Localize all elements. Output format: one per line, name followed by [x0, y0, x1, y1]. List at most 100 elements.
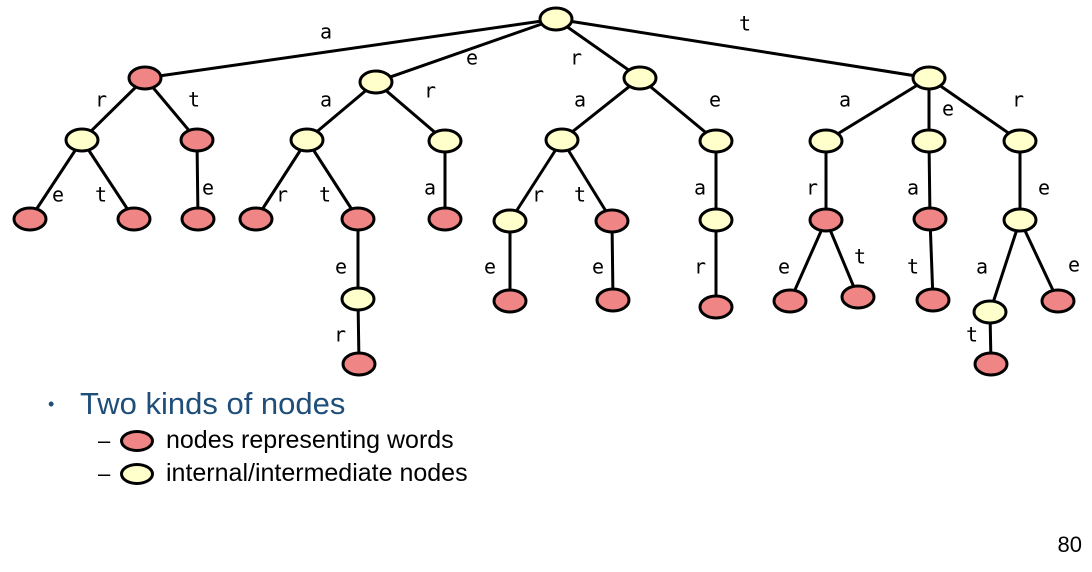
page-number: 80: [1057, 532, 1082, 557]
internal-node-ta: [808, 128, 844, 154]
edge-ra-rar: [508, 139, 564, 222]
legend-heading: Two kinds of nodes: [80, 386, 346, 421]
word-node-treat: [973, 351, 1009, 377]
edge-label-r-re: e: [709, 88, 721, 112]
edge-root-a: [144, 17, 557, 80]
edge-label-tre-tree: e: [1068, 253, 1080, 277]
edge-label-ea-ear: r: [276, 183, 288, 207]
edge-label-root-r: r: [570, 46, 582, 70]
legend-item-word: – nodes representing words: [98, 426, 468, 455]
word-node-eat: [340, 206, 376, 232]
word-node-ate: [180, 206, 216, 232]
word-node-art: [116, 206, 152, 232]
edge-label-rea-rear: r: [694, 255, 706, 279]
internal-node-swatch: [120, 462, 154, 485]
internal-node-re: [698, 128, 734, 154]
internal-node-tre: [1002, 207, 1038, 233]
edge-label-root-t: t: [739, 12, 751, 36]
edge-label-trea-treat: t: [966, 323, 978, 347]
edge-label-ta-tar: r: [806, 176, 818, 200]
edge-r-re: [639, 76, 717, 143]
internal-node-r: [622, 65, 658, 91]
edge-label-tr-tre: e: [1038, 176, 1050, 200]
edge-label-t-ta: a: [839, 88, 851, 112]
dash: –: [98, 427, 111, 453]
edge-label-ea-eat: t: [319, 183, 331, 207]
edge-r-ra: [561, 76, 641, 142]
edge-label-a-at: t: [188, 88, 200, 112]
edge-label-ra-rat: t: [574, 183, 586, 207]
word-node-teat: [915, 287, 951, 313]
edge-at-ate: [195, 139, 200, 220]
edge-label-ar-are: e: [52, 183, 64, 207]
internal-node-te: [911, 128, 947, 154]
edge-ea-ear: [254, 139, 309, 220]
word-node-era: [427, 206, 463, 232]
edge-ra-rat: [560, 139, 614, 222]
edge-rat-rate: [610, 220, 615, 301]
edge-label-root-e: e: [466, 46, 478, 70]
edge-label-eat-eate: e: [335, 255, 347, 279]
internal-node-tr: [1002, 128, 1038, 154]
edge-label-e-ea: a: [320, 88, 332, 112]
edge-label-rar-rare: e: [484, 255, 496, 279]
edge-label-eate-eater: r: [334, 323, 346, 347]
edge-root-r: [555, 17, 641, 80]
word-node-rat: [594, 208, 630, 234]
legend-item-internal: – internal/intermediate nodes: [98, 459, 468, 488]
edge-a-ar: [80, 76, 147, 142]
edge-label-root-a: a: [320, 20, 332, 44]
internal-node-root: [538, 6, 574, 32]
edge-t-tr: [928, 76, 1021, 143]
edge-label-t-tr: r: [1012, 88, 1024, 112]
internal-node-ar: [64, 127, 100, 153]
edge-tre-trea: [988, 219, 1022, 313]
word-node-rear: [698, 294, 734, 320]
edge-root-e: [375, 17, 557, 84]
internal-node-e: [358, 69, 394, 95]
legend-item-text: internal/intermediate nodes: [166, 459, 468, 487]
trie-nodes: [12, 6, 1076, 377]
internal-node-ea: [289, 127, 325, 153]
word-node-rare: [492, 288, 528, 314]
edge-label-tar-tart: t: [854, 245, 866, 269]
edge-te-tea: [927, 140, 932, 220]
internal-node-trea: [972, 299, 1008, 325]
edge-label-r-ra: a: [574, 88, 586, 112]
internal-node-ra: [544, 127, 580, 153]
edge-label-at-ate: e: [202, 176, 214, 200]
edge-e-ea: [306, 80, 377, 142]
word-node-at: [179, 127, 215, 153]
edge-tea-teat: [928, 218, 935, 301]
edge-e-er: [375, 80, 446, 143]
word-node-tea: [912, 206, 948, 232]
word-node-rate: [595, 287, 631, 313]
edge-label-tea-teat: t: [907, 255, 919, 279]
edge-label-te-tea: a: [907, 176, 919, 200]
edge-ar-art: [80, 139, 136, 220]
word-node-a: [127, 65, 163, 91]
word-node-tare: [772, 288, 808, 314]
legend-heading-row: • Two kinds of nodes: [48, 386, 468, 422]
edge-root-t: [555, 17, 930, 80]
word-node-tart: [840, 284, 876, 310]
edge-tar-tart: [824, 219, 860, 298]
edge-label-e-er: r: [424, 79, 436, 103]
internal-node-er: [427, 128, 463, 154]
internal-node-t: [911, 65, 947, 91]
edge-label-t-te: e: [942, 97, 954, 121]
dash: –: [98, 460, 111, 486]
edge-t-ta: [825, 76, 930, 143]
edge-tar-tare: [788, 219, 828, 302]
word-node-tar: [808, 207, 844, 233]
word-node-swatch: [120, 429, 154, 452]
edge-ea-eat: [305, 139, 360, 220]
edge-label-re-rea: a: [694, 176, 706, 200]
edge-label-rat-rate: e: [592, 255, 604, 279]
internal-node-eate: [340, 286, 376, 312]
edge-ar-are: [28, 139, 84, 220]
word-node-tree: [1040, 288, 1076, 314]
edge-label-er-era: a: [424, 176, 436, 200]
legend-item-text: nodes representing words: [166, 426, 454, 454]
